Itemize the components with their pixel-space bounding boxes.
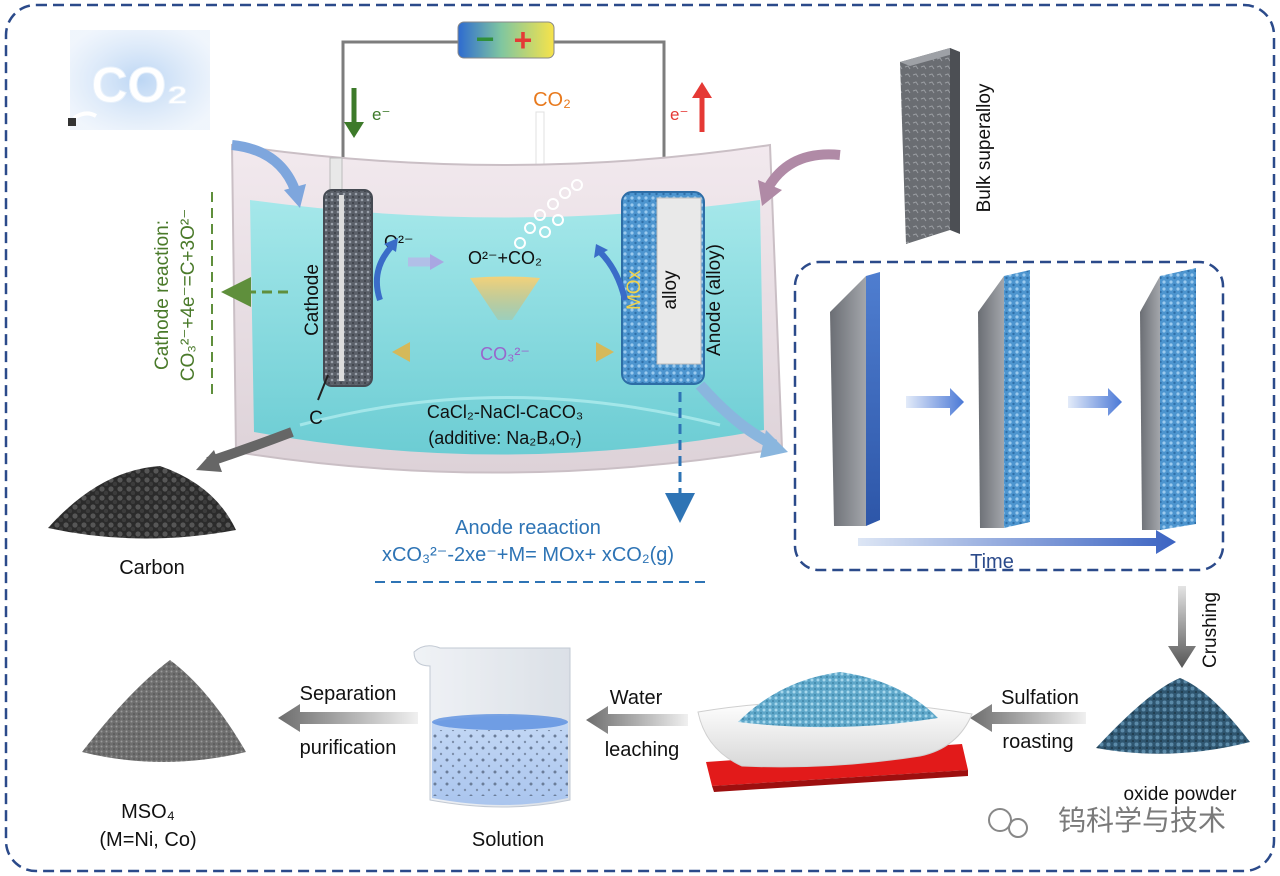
electron-label-anode: e⁻	[670, 105, 688, 124]
cathode-label: Cathode	[302, 264, 323, 336]
beaker: Solution	[413, 645, 571, 851]
wechat-icon	[988, 808, 1012, 832]
solution-label: Solution	[472, 829, 544, 851]
roasting-boat	[697, 672, 973, 792]
time-arrow	[858, 530, 1176, 554]
anode-reaction-title: Anode reaaction	[455, 517, 601, 539]
sulfation-arrow	[970, 704, 1086, 732]
step-arrow-1	[906, 388, 964, 416]
separation-arrow	[278, 704, 418, 732]
oxide-plus-co2-label: O²⁻+CO₂	[468, 248, 542, 268]
crushing-label: Crushing	[1200, 592, 1221, 668]
time-progression-box: Time	[793, 260, 1225, 573]
sulfation-label-2: roasting	[1002, 731, 1073, 753]
electrolyte-composition: CaCl₂-NaCl-CaCO₃	[427, 402, 583, 422]
electron-down-arrow	[344, 122, 364, 138]
battery-plus: +	[514, 22, 533, 58]
cathode-reaction-title: Cathode reaction:	[152, 220, 173, 370]
mso4-label: MSO₄	[121, 801, 175, 823]
oxide-powder: oxide powder	[1096, 678, 1250, 805]
mso4-composition-label: (M=Ni, Co)	[99, 829, 196, 851]
feed-arrow-left	[231, 140, 300, 192]
purification-label: purification	[300, 737, 397, 759]
electron-label-cathode: e⁻	[372, 105, 390, 124]
step-arrow-2	[1068, 388, 1122, 416]
gas-co2-label: CO₂	[533, 89, 571, 111]
cloud-co2-text: CO₂	[91, 57, 188, 113]
battery	[457, 21, 555, 59]
watermark: 钨科学与技术	[988, 805, 1226, 838]
carbonate-ion-label: CO₃²⁻	[480, 344, 530, 364]
outer-frame	[4, 3, 1276, 873]
feed-arrow-right	[763, 149, 841, 191]
carbon-pile: Carbon	[48, 427, 294, 579]
mox-label: MOx	[624, 269, 645, 310]
co2-bubbles	[514, 179, 583, 249]
bulk-superalloy-label: Bulk superalloy	[974, 83, 995, 212]
anode-label: Anode (alloy)	[704, 244, 725, 356]
leaching-arrow	[586, 706, 688, 734]
anode-electrode: alloy MOx Anode (alloy)	[621, 191, 725, 385]
cathode-electrode: Cathode C	[302, 157, 373, 429]
anode-reaction-equation: xCO₃²⁻-2xe⁻+M= MOx+ xCO₂(g)	[382, 544, 674, 566]
mso4-powder: MSO₄ (M=Ni, Co)	[82, 660, 246, 851]
sulfation-label-1: Sulfation	[1001, 687, 1079, 709]
separation-label: Separation	[300, 683, 397, 705]
carbon-label: Carbon	[119, 557, 185, 579]
electrolyte-additive: (additive: Na₂B₄O₇)	[428, 428, 582, 448]
cathode-product-c: C	[309, 408, 323, 429]
reaction-funnel-arrow	[470, 276, 540, 320]
water-label: Water	[610, 687, 663, 709]
time-label: Time	[970, 551, 1014, 573]
co2-cloud: CO₂	[68, 30, 210, 130]
oxide-powder-label: oxide powder	[1123, 784, 1237, 805]
ion-transport: O²⁻ O²⁻+CO₂ CO₃²⁻	[374, 232, 628, 364]
battery-minus: −	[476, 21, 495, 57]
cathode-reaction: Cathode reaction: CO₃²⁻+4e⁻=C+3O²⁻	[152, 192, 288, 398]
electron-up-arrow	[692, 82, 712, 98]
watermark-text: 钨科学与技术	[1058, 805, 1226, 836]
leaching-label: leaching	[605, 739, 680, 761]
bulk-superalloy: Bulk superalloy	[900, 48, 995, 244]
anode-reaction: Anode reaaction xCO₃²⁻-2xe⁻+M= MOx+ xCO₂…	[375, 392, 710, 583]
crushing-arrow	[1168, 586, 1196, 668]
alloy-label: alloy	[660, 270, 681, 310]
cathode-reaction-equation: CO₃²⁻+4e⁻=C+3O²⁻	[178, 209, 199, 381]
